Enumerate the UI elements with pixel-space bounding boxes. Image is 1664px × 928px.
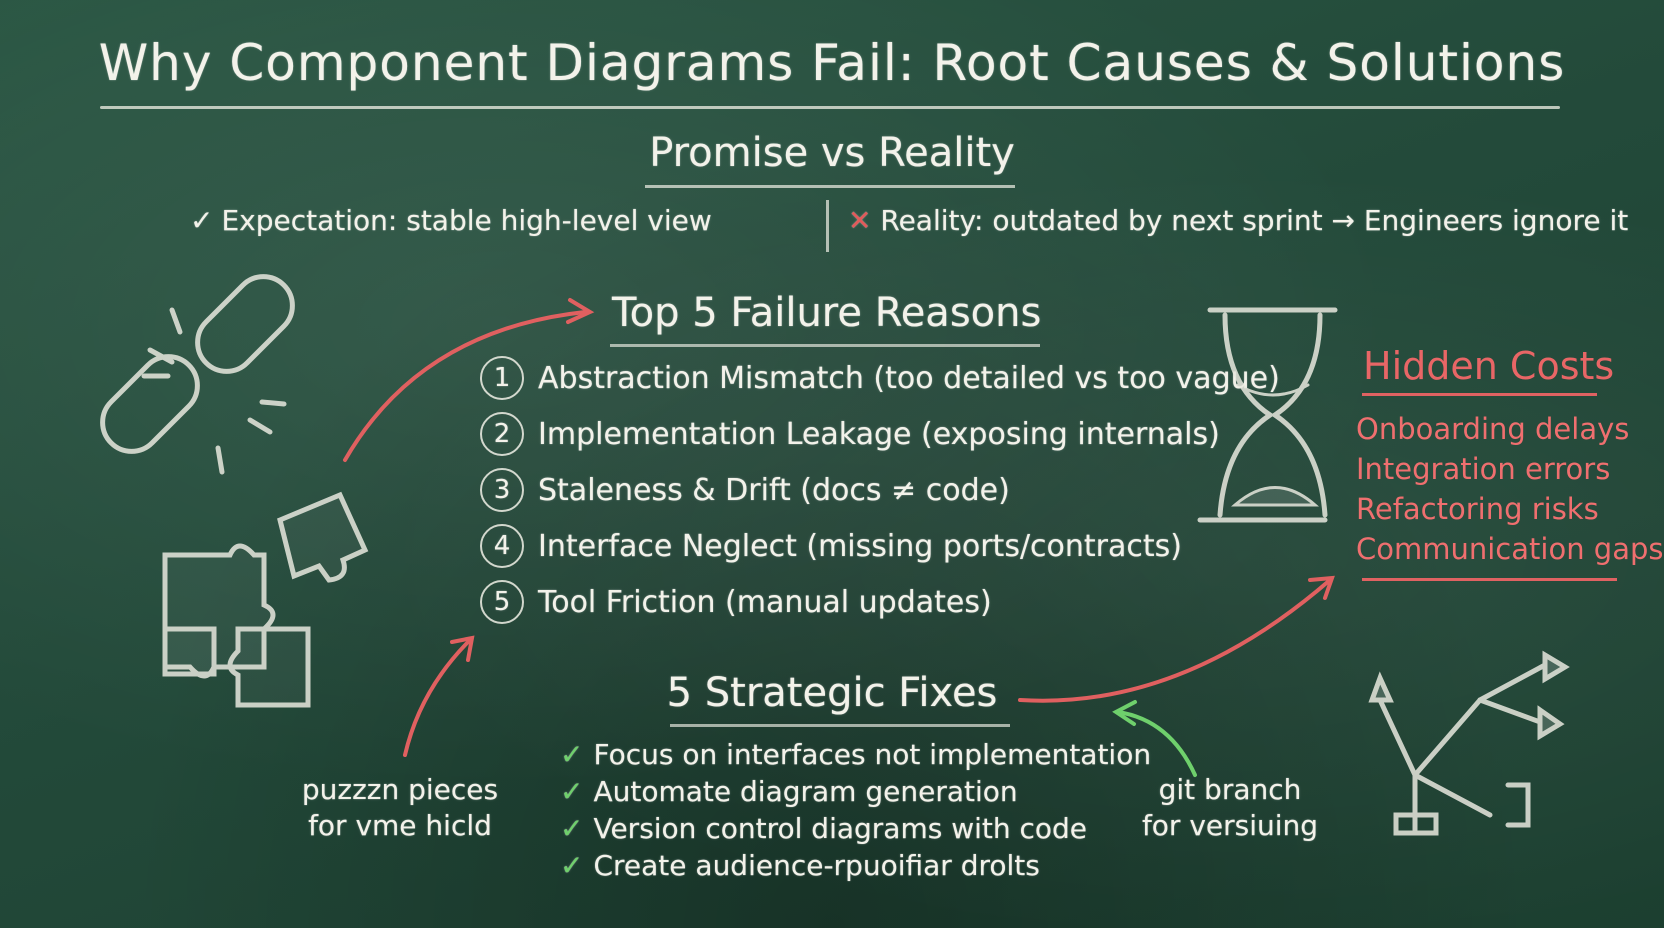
reason-text: Tool Friction (manual updates) xyxy=(538,584,992,620)
reality-row: ✕ Reality: outdated by next sprint → Eng… xyxy=(848,204,1628,237)
fix-item: ✓ Automate diagram generation xyxy=(560,775,1018,808)
fix-item: ✓ Create audience-rpuoifiar drolts xyxy=(560,849,1040,882)
page-title: Why Component Diagrams Fail: Root Causes… xyxy=(98,34,1566,92)
fix-text: Version control diagrams with code xyxy=(593,812,1088,845)
green-check-icon: ✓ xyxy=(560,812,584,845)
reason-number: 3 xyxy=(480,468,524,512)
git-branch-icon xyxy=(1368,650,1570,836)
hidden-costs-heading: Hidden Costs xyxy=(1363,344,1615,388)
cost-item: Integration errors xyxy=(1356,452,1611,486)
fix-text: Create audience-rpuoifiar drolts xyxy=(593,849,1040,882)
hidden-costs-underline-bottom xyxy=(1362,578,1617,581)
expectation-text: Expectation: stable high-level view xyxy=(221,204,712,237)
reason-item: 2 Implementation Leakage (exposing inter… xyxy=(480,412,1220,456)
fix-text: Automate diagram generation xyxy=(593,775,1018,808)
reasons-heading: Top 5 Failure Reasons xyxy=(612,290,1042,336)
cross-icon: ✕ xyxy=(848,204,872,237)
reason-text: Implementation Leakage (exposing interna… xyxy=(538,416,1220,452)
puzzle-note: puzzzn pieces for vme hicld xyxy=(290,772,510,844)
puzzle-note-line: puzzzn pieces xyxy=(301,773,499,806)
green-check-icon: ✓ xyxy=(560,775,584,808)
puzzle-icon xyxy=(162,491,369,708)
expectation-row: ✓Expectation: stable high-level view xyxy=(190,204,712,237)
git-note-line: for versiuing xyxy=(1141,809,1319,842)
git-note: git branch for versiuing xyxy=(1130,772,1330,844)
reason-text: Abstraction Mismatch (too detailed vs to… xyxy=(538,360,1280,396)
reason-text: Interface Neglect (missing ports/contrac… xyxy=(538,528,1182,564)
title-underline xyxy=(100,106,1560,109)
reason-number: 5 xyxy=(480,580,524,624)
check-icon: ✓ xyxy=(190,204,214,237)
hidden-costs-underline xyxy=(1362,393,1597,396)
reason-number: 2 xyxy=(480,412,524,456)
reason-item: 3 Staleness & Drift (docs ≠ code) xyxy=(480,468,1010,512)
reason-text: Staleness & Drift (docs ≠ code) xyxy=(538,472,1010,508)
puzzle-note-line: for vme hicld xyxy=(308,809,492,842)
reasons-underline xyxy=(610,344,1040,347)
cost-item: Communication gaps xyxy=(1356,532,1664,566)
reason-number: 1 xyxy=(480,356,524,400)
fix-item: ✓ Version control diagrams with code xyxy=(560,812,1087,845)
cost-item: Refactoring risks xyxy=(1356,492,1599,526)
red-arrow xyxy=(403,638,472,757)
promise-underline xyxy=(645,185,1015,188)
promise-heading: Promise vs Reality xyxy=(649,130,1015,176)
fix-item: ✓ Focus on interfaces not implementation xyxy=(560,738,1151,771)
reason-item: 1 Abstraction Mismatch (too detailed vs … xyxy=(480,356,1280,400)
fixes-underline xyxy=(670,724,1010,727)
git-note-line: git branch xyxy=(1158,773,1302,806)
reason-number: 4 xyxy=(480,524,524,568)
broken-chain-icon xyxy=(100,274,295,475)
green-check-icon: ✓ xyxy=(560,849,584,882)
red-arrow xyxy=(1018,578,1332,703)
reason-item: 4 Interface Neglect (missing ports/contr… xyxy=(480,524,1182,568)
fix-text: Focus on interfaces not implementation xyxy=(593,738,1152,771)
reason-item: 5 Tool Friction (manual updates) xyxy=(480,580,992,624)
hourglass-icon xyxy=(1197,307,1338,523)
green-check-icon: ✓ xyxy=(560,738,584,771)
reality-text: Reality: outdated by next sprint → Engin… xyxy=(880,204,1629,237)
fixes-heading: 5 Strategic Fixes xyxy=(666,670,998,716)
cost-item: Onboarding delays xyxy=(1356,412,1630,446)
promise-divider xyxy=(826,200,829,252)
red-arrow xyxy=(343,310,587,462)
green-arrow xyxy=(1116,710,1197,777)
